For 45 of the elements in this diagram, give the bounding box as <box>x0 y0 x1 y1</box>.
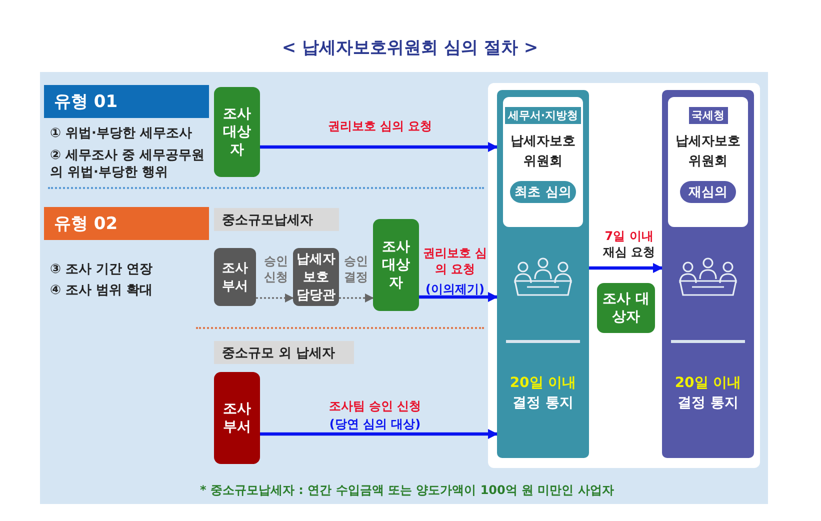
edge-label: 승인 결정 <box>343 253 369 285</box>
department-box: 조사 부서 <box>214 372 260 464</box>
edge-note: 재심 요청 <box>602 244 656 261</box>
title: < 납세자보호위원회 심의 절차 > <box>280 37 540 59</box>
target-box: 조사 대상자 <box>597 283 655 333</box>
office-label: 국세청 <box>688 107 728 124</box>
committee-name: 납세자보호 위원회 <box>510 133 576 171</box>
committee-name: 납세자보호 위원회 <box>674 133 742 171</box>
edge-label: 권리보호 심의 요청 <box>422 245 488 277</box>
committee-column <box>662 90 754 458</box>
edge-label: 조사팀 승인 신청 <box>328 398 422 414</box>
list-item: ③ 조사 기간 연장 <box>50 261 154 278</box>
committee-column <box>497 90 589 458</box>
arrow <box>419 292 498 302</box>
deadline-text: 20일 이내 <box>674 374 742 392</box>
department-box: 조사 부서 <box>214 248 256 306</box>
list-item: ② 세무조사 중 세무공무원의 위법·부당한 행위 <box>50 147 206 181</box>
target-box: 조사 대상자 <box>373 219 419 311</box>
department-box: 납세자 보호 담당관 <box>293 248 339 306</box>
edge-note: (당연 심의 대상) <box>328 416 422 433</box>
edge-label: 승인 신청 <box>263 253 289 285</box>
arrow <box>260 142 498 152</box>
edge-label: 7일 이내 <box>604 228 654 244</box>
arrow <box>260 428 498 440</box>
deadline-text: 20일 이내 <box>508 374 578 392</box>
review-pill: 최초 심의 <box>510 181 576 203</box>
type-header: 유형 01 <box>44 85 209 118</box>
category-tag: 중소규모납세자 <box>214 208 339 231</box>
arrow <box>256 294 294 302</box>
deadline-text: 결정 통지 <box>512 394 574 412</box>
edge-label: 권리보호 심의 요청 <box>326 118 434 134</box>
office-label: 세무서·지방청 <box>504 107 582 124</box>
review-pill: 재심의 <box>680 181 736 203</box>
committee-card <box>503 97 583 227</box>
category-tag: 중소규모 외 납세자 <box>214 341 354 364</box>
arrow <box>339 294 374 302</box>
footnote: * 중소규모납세자 : 연간 수입금액 또는 양도가액이 100억 원 미만인 사업자 <box>200 482 615 499</box>
deadline-text: 결정 통지 <box>676 394 740 412</box>
arrow <box>589 262 664 274</box>
committee-card <box>668 97 748 227</box>
list-item: ① 위법·부당한 세무조사 <box>50 125 193 142</box>
list-item: ④ 조사 범위 확대 <box>50 282 154 299</box>
target-box: 조사 대상자 <box>214 87 260 177</box>
type-header: 유형 02 <box>44 207 209 240</box>
edge-note: (이의제기) <box>424 281 486 298</box>
